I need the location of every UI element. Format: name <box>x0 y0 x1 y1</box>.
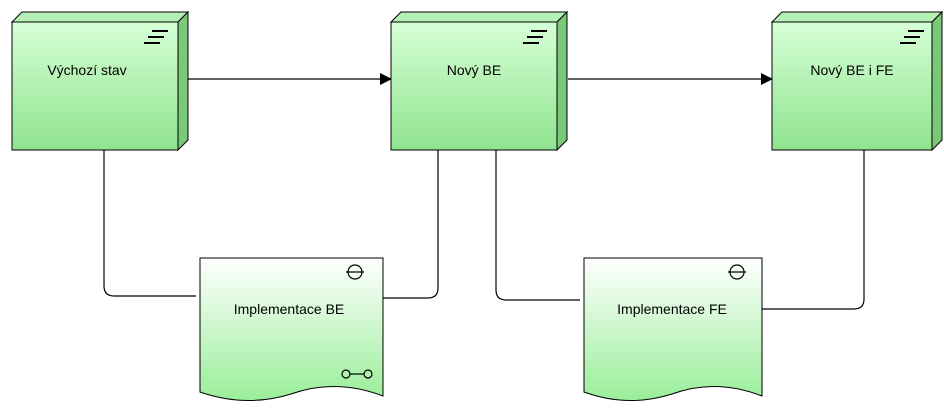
deliverable-implementace-be[interactable]: Implementace BE <box>199 257 384 401</box>
plateau-icon <box>900 30 924 44</box>
plateau-novy-be[interactable]: Nový BE <box>389 10 569 152</box>
deliverable-shape <box>199 257 384 401</box>
plateau-front-face <box>771 21 933 151</box>
plateau-top-face <box>770 11 944 23</box>
interface-icon <box>728 264 746 280</box>
association-impl-be-to-novy-be[interactable] <box>376 150 439 299</box>
plateau-side-face <box>556 10 568 152</box>
plateau-front-face <box>11 21 179 151</box>
plateau-icon <box>523 30 547 44</box>
plateau-novy-be-i-fe[interactable]: Nový BE i FE <box>770 10 944 152</box>
interface-icon <box>346 264 364 280</box>
association-vychozi-to-impl-be[interactable] <box>103 150 196 297</box>
deliverable-implementace-fe[interactable]: Implementace FE <box>583 257 763 401</box>
association-novy-be-to-impl-fe[interactable] <box>495 150 580 301</box>
realization-icon <box>341 369 373 379</box>
plateau-side-face <box>931 10 943 152</box>
plateau-vychozi-stav[interactable]: Výchozí stav <box>10 10 190 152</box>
deliverable-shape <box>583 257 763 401</box>
plateau-icon <box>144 30 168 44</box>
plateau-top-face <box>389 11 569 23</box>
plateau-top-face <box>10 11 190 23</box>
plateau-front-face <box>390 21 558 151</box>
plateau-side-face <box>177 10 189 152</box>
plateau-label: Nový BE <box>447 62 501 78</box>
association-impl-fe-to-novy-be-i-fe[interactable] <box>758 150 865 310</box>
deliverable-label: Implementace BE <box>234 301 345 317</box>
associations <box>103 150 865 310</box>
deliverable-label: Implementace FE <box>617 301 727 317</box>
plateau-label: Nový BE i FE <box>810 62 893 78</box>
plateau-label: Výchozí stav <box>47 62 126 78</box>
